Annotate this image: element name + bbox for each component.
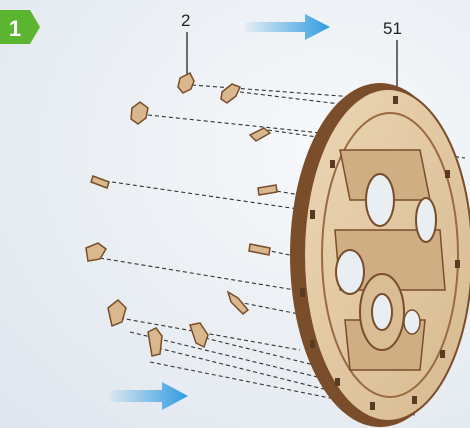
small-part — [258, 185, 277, 195]
callout-label-part-2: 2 — [181, 11, 190, 31]
small-part — [108, 300, 126, 326]
small-part — [250, 128, 270, 141]
loose-parts — [86, 73, 277, 356]
direction-arrow-icon — [245, 14, 330, 40]
step-number: 1 — [0, 16, 30, 42]
small-part — [148, 328, 162, 356]
small-part — [91, 176, 109, 188]
step-badge: 1 — [0, 10, 40, 44]
small-part — [190, 323, 208, 347]
callout-label-part-51: 51 — [383, 19, 402, 39]
small-part — [178, 73, 194, 93]
small-part — [131, 102, 148, 124]
small-part — [249, 244, 270, 255]
direction-arrow-icon — [110, 382, 188, 410]
wheel-plate — [290, 83, 470, 427]
